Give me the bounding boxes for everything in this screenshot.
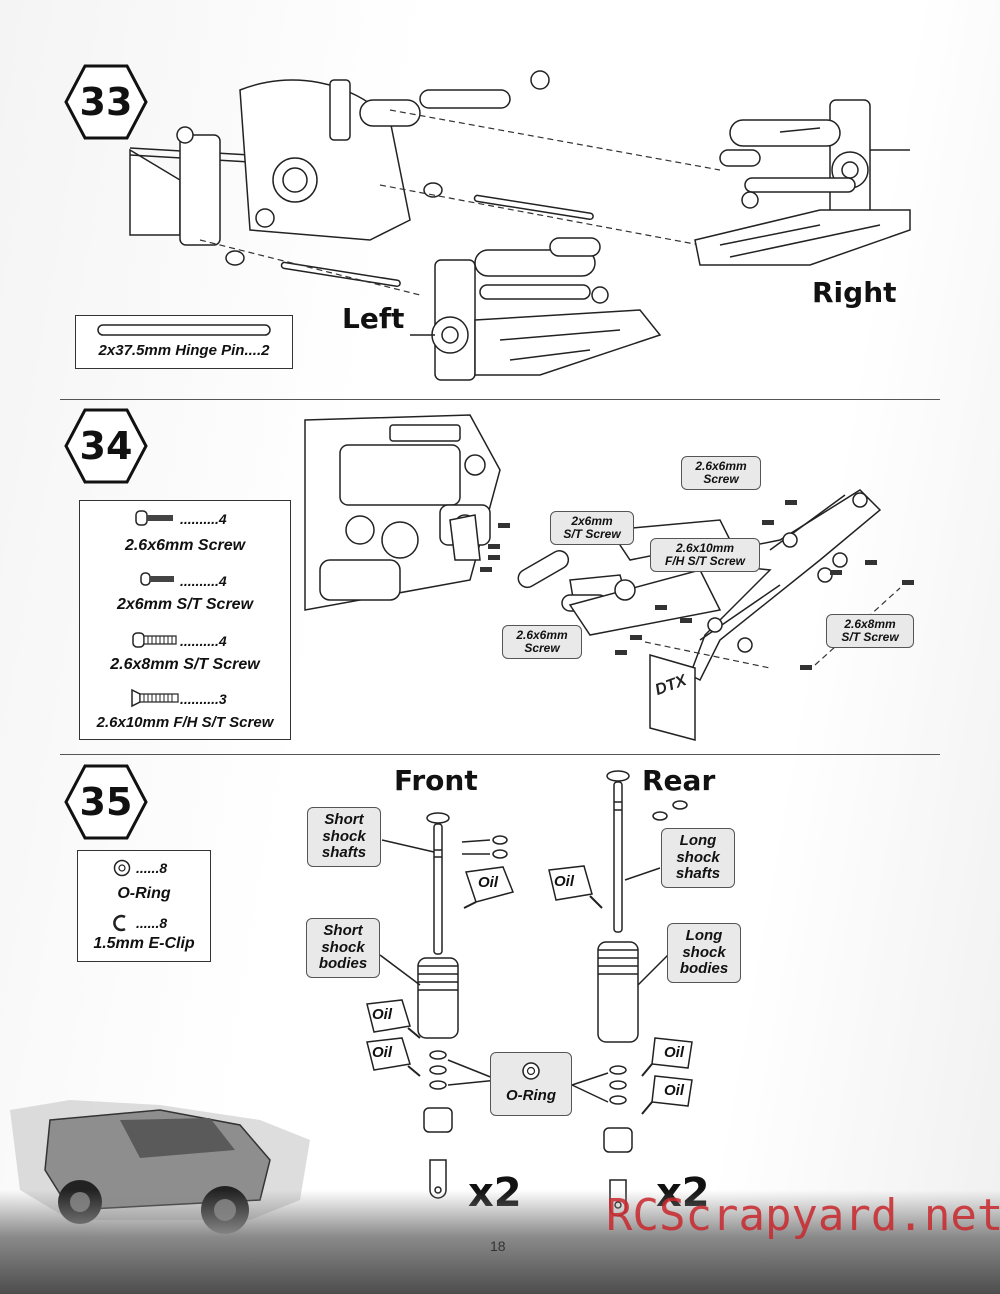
oil-label: Oil [664,1082,685,1099]
oil-label: Oil [478,874,499,891]
oil-label: Oil [664,1044,685,1061]
section-divider [60,754,940,755]
callout-2x6-st-screw: 2x6mm S/T Screw [550,511,634,546]
callout-2.6x6-screw-top: 2.6x6mm Screw [681,456,761,491]
callout-2.6x10-fh-screw: 2.6x10mm F/H S/T Screw [650,538,760,573]
step-34-illustration [304,414,914,741]
part-qty: ......8 [136,860,168,876]
part-qty: ..........4 [180,511,227,527]
step-34-badge: 34 [64,408,148,489]
self-tapping-screw-icon [132,632,177,648]
left-label: Left [342,302,405,335]
part-name: 2.6x6mm Screw [124,537,246,554]
hinge-pin-label: 2x37.5mm Hinge Pin....2 [98,342,270,359]
page-number: 18 [490,1238,506,1254]
ground-decoration [0,1190,1000,1294]
part-name: 2.6x8mm S/T Screw [110,656,260,673]
part-name: 2x6mm S/T Screw [116,596,254,613]
part-qty: ..........4 [180,573,227,589]
o-ring-label: O-Ring [506,1087,556,1104]
callout-long-shock-bodies: Long shock bodies [667,923,741,983]
part-name: 2.6x10mm F/H S/T Screw [96,714,274,731]
o-ring-icon [113,859,131,877]
part-qty: ..........3 [180,691,227,707]
hinge-pin-parts-box: 2x37.5mm Hinge Pin....2 [75,315,293,369]
callout-short-shock-bodies: Short shock bodies [306,918,380,978]
step-35-illustration [379,770,688,1217]
callout-long-shock-shafts: Long shock shafts [661,828,735,888]
callout-short-shock-shafts: Short shock shafts [307,807,381,867]
callout-o-ring: O-Ring [490,1052,572,1116]
flat-head-screw-icon [131,688,179,708]
rear-label: Rear [642,764,716,797]
part-qty: ......8 [136,915,168,931]
step-number: 34 [79,424,133,468]
step-number: 33 [79,80,133,124]
right-label: Right [812,276,897,309]
step-33-illustration [129,70,911,381]
step-34-parts-box: ..........4 2.6x6mm Screw ..........4 2x… [79,500,291,740]
e-clip-icon [113,914,126,932]
self-tapping-screw-icon [140,572,174,586]
step-35-parts-box: ......8 O-Ring ......8 1.5mm E-Clip [77,850,211,962]
callout-2.6x6-screw-left: 2.6x6mm Screw [502,625,582,660]
part-qty: ..........4 [180,633,227,649]
oil-label: Oil [554,873,575,890]
callout-2.6x8-st-screw: 2.6x8mm S/T Screw [826,614,914,649]
o-ring-icon [522,1062,540,1080]
hinge-pin-icon [97,324,271,336]
step-35-badge: 35 [64,764,148,845]
screw-icon [135,510,173,526]
part-name: O-Ring [117,885,171,902]
oil-label: Oil [372,1006,393,1023]
oil-label: Oil [372,1044,393,1061]
step-33-badge: 33 [64,64,148,145]
front-label: Front [394,764,478,797]
step-number: 35 [79,780,133,824]
watermark: RCScrapyard.net [606,1190,1000,1241]
section-divider [60,399,940,400]
part-name: 1.5mm E-Clip [93,935,195,952]
